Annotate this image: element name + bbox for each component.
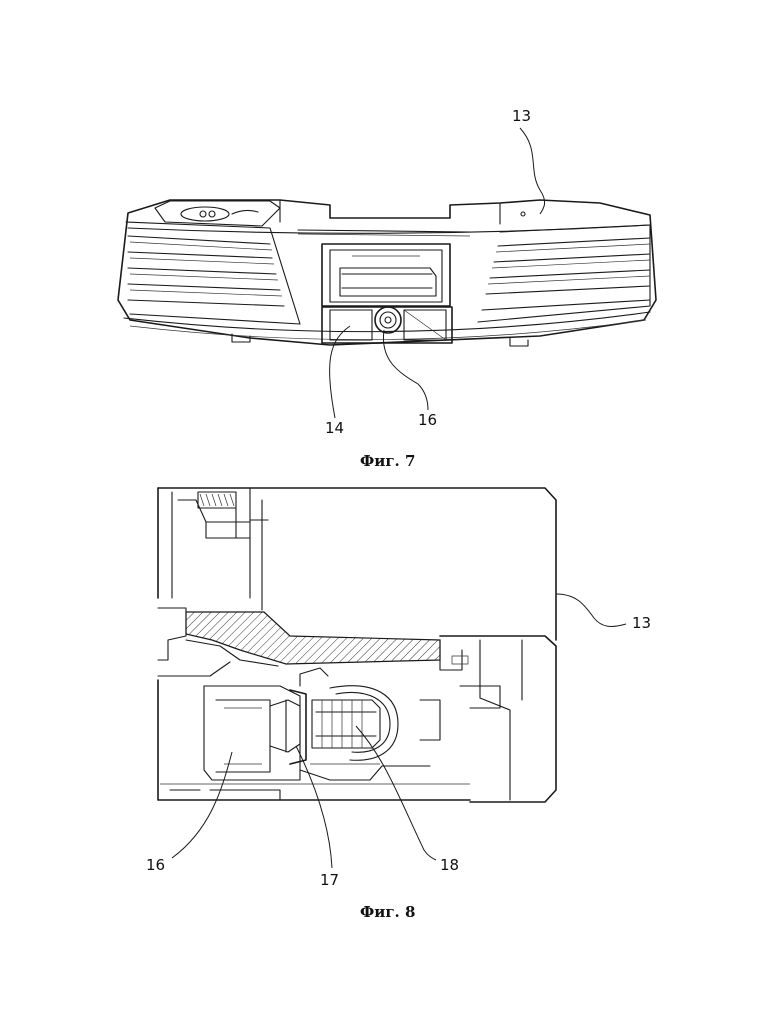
fig8-right-body (440, 636, 556, 802)
fig8-leader-16 (172, 752, 232, 858)
figure-7: 13 14 16 Фиг. 7 (118, 107, 656, 470)
fig7-caption: Фиг. 7 (360, 452, 415, 470)
fig8-label-18: 18 (440, 856, 459, 874)
fig8-leader-18 (356, 726, 436, 860)
fig7-housing-outline (118, 200, 656, 346)
figure-8: 13 16 17 18 Фиг. 8 (146, 488, 651, 921)
fig8-caption: Фиг. 8 (360, 903, 415, 921)
fig7-left-grille (126, 222, 300, 324)
fig7-groove (298, 230, 470, 232)
fig8-label-13: 13 (632, 614, 651, 632)
fig8-lower-chamber (158, 668, 470, 800)
fig7-label-14: 14 (325, 419, 344, 437)
fig7-label-13: 13 (512, 107, 531, 125)
fig8-label-17: 17 (320, 871, 339, 889)
fig7-right-grille (478, 225, 650, 322)
fig7-label-16: 16 (418, 411, 437, 429)
fig8-label-16: 16 (146, 856, 165, 874)
fig8-leader-13 (556, 594, 626, 626)
fig7-top-button (155, 201, 280, 226)
fig8-hatched-section (158, 608, 440, 676)
fig7-screw-hole (521, 212, 525, 216)
fig7-nozzle-block (322, 307, 452, 343)
fig7-central-opening (322, 244, 450, 306)
